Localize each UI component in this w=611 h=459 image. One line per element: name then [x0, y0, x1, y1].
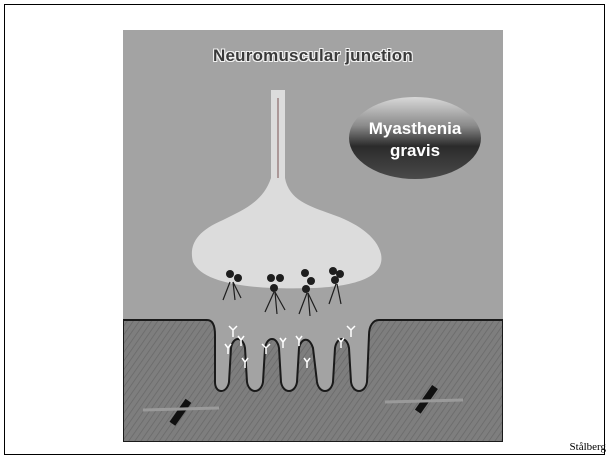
diagram-title: Neuromuscular junction	[123, 46, 503, 66]
nmj-diagram: Neuromuscular junction Myasthenia gravis	[123, 30, 503, 442]
badge-label: Myasthenia gravis	[365, 118, 465, 162]
muscle-fiber	[123, 320, 503, 442]
nerve-terminal	[192, 178, 382, 288]
badge-line-1: Myasthenia	[365, 118, 465, 140]
credit-author: Stålberg	[570, 441, 606, 453]
badge-line-2: gravis	[365, 140, 465, 162]
